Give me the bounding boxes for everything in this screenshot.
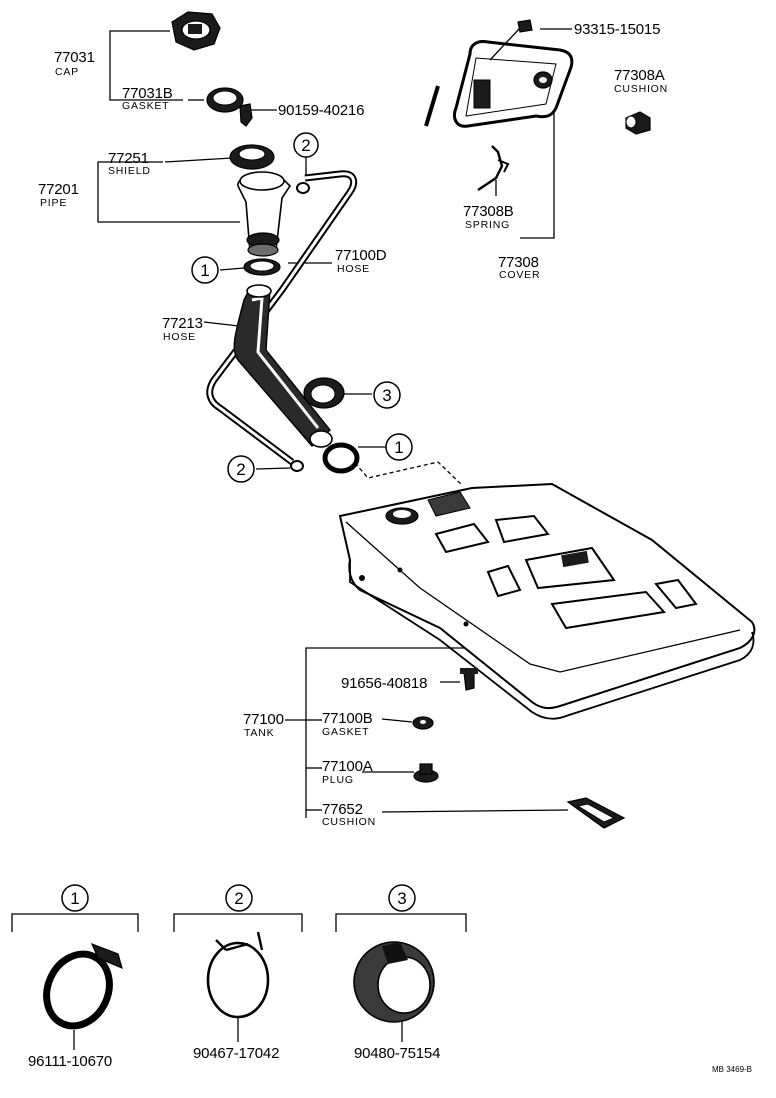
cap-number: 77031	[54, 49, 95, 66]
spring-number: 77308B	[463, 203, 514, 220]
svg-text:2: 2	[301, 136, 310, 155]
tank-gasket-part	[412, 716, 434, 730]
diagram-reference: MB 3469-B	[712, 1065, 752, 1074]
svg-text:2: 2	[236, 460, 245, 479]
tank-bolt-part	[460, 668, 478, 691]
legend-item-3: 3 90480-75154	[335, 884, 467, 1062]
cushion-name: CUSHION	[322, 816, 376, 828]
svg-text:1: 1	[200, 261, 209, 280]
hose-d-number: 77100D	[335, 247, 387, 264]
callout-3-upper: 3	[373, 381, 401, 409]
grommet-part	[303, 377, 345, 409]
hose-clamp-upper	[243, 258, 281, 276]
tank-cushion-part	[566, 797, 626, 829]
pipe-name: PIPE	[40, 197, 67, 209]
cap-gasket-name: GASKET	[122, 100, 169, 112]
legend-item-2: 2 90467-17042	[173, 884, 303, 1062]
fuel-cap-part	[171, 11, 221, 51]
svg-text:1: 1	[70, 889, 79, 908]
wire-clip-illustration	[206, 931, 270, 1019]
filler-hose-part	[233, 284, 333, 448]
legend-item-1: 1 96111-10670	[11, 884, 139, 1070]
cover-rod-part	[424, 85, 440, 127]
tank-bolt-number: 91656-40818	[341, 675, 427, 692]
screw-number: 90159-40216	[278, 102, 364, 119]
hose-number: 77213	[162, 315, 203, 332]
clamp-illustration	[43, 942, 123, 1030]
callout-1-lower: 1	[385, 433, 413, 461]
cover-bolt-number: 93315-15015	[574, 21, 660, 38]
wire-clip-upper	[296, 182, 310, 194]
tank-number: 77100	[243, 711, 284, 728]
cover-spring-part	[477, 145, 510, 191]
wire-clip-lower	[290, 460, 304, 472]
svg-text:3: 3	[382, 386, 391, 405]
legend-2-number: 90467-17042	[193, 1045, 279, 1062]
pipe-number: 77201	[38, 181, 79, 198]
leader-lines	[97, 28, 572, 818]
filler-pipe-part	[237, 171, 292, 257]
callout-2-lower: 2	[227, 455, 255, 483]
shield-name: SHIELD	[108, 165, 151, 177]
cap-name: CAP	[55, 66, 79, 78]
callout-2-upper: 2	[293, 132, 319, 158]
svg-text:1: 1	[394, 438, 403, 457]
filler-cover-part	[453, 19, 574, 128]
shield-number: 77251	[108, 150, 149, 167]
tank-plug-part	[413, 763, 439, 783]
svg-text:2: 2	[234, 889, 243, 908]
breather-hose-part	[206, 170, 358, 465]
part-labels: 77031 CAP 77031B GASKET 90159-40216 7725…	[38, 21, 668, 828]
screw-part	[239, 103, 253, 127]
legend-1-number: 96111-10670	[28, 1053, 112, 1070]
callout-1-upper: 1	[191, 256, 219, 284]
shield-part	[229, 144, 275, 170]
tank-name: TANK	[244, 727, 274, 739]
legend-3-number: 90480-75154	[354, 1045, 440, 1062]
cover-cushion-part	[625, 111, 651, 135]
tank-gasket-number: 77100B	[322, 710, 373, 727]
svg-text:3: 3	[397, 889, 406, 908]
cushion-a-name: CUSHION	[614, 83, 668, 95]
hose-clamp-lower	[322, 442, 360, 474]
fuel-tank-part	[338, 482, 756, 720]
tank-gasket-name: GASKET	[322, 726, 369, 738]
plug-number: 77100A	[322, 758, 373, 775]
grommet-illustration	[353, 941, 435, 1023]
cover-name: COVER	[499, 269, 540, 281]
hose-d-name: HOSE	[337, 263, 370, 275]
cushion-number: 77652	[322, 801, 363, 818]
cap-gasket-number: 77031B	[122, 85, 173, 102]
cushion-a-number: 77308A	[614, 67, 665, 84]
plug-name: PLUG	[322, 774, 354, 786]
cap-gasket-part	[206, 87, 244, 113]
hose-name: HOSE	[163, 331, 196, 343]
spring-name: SPRING	[465, 219, 510, 231]
cover-number: 77308	[498, 254, 539, 271]
